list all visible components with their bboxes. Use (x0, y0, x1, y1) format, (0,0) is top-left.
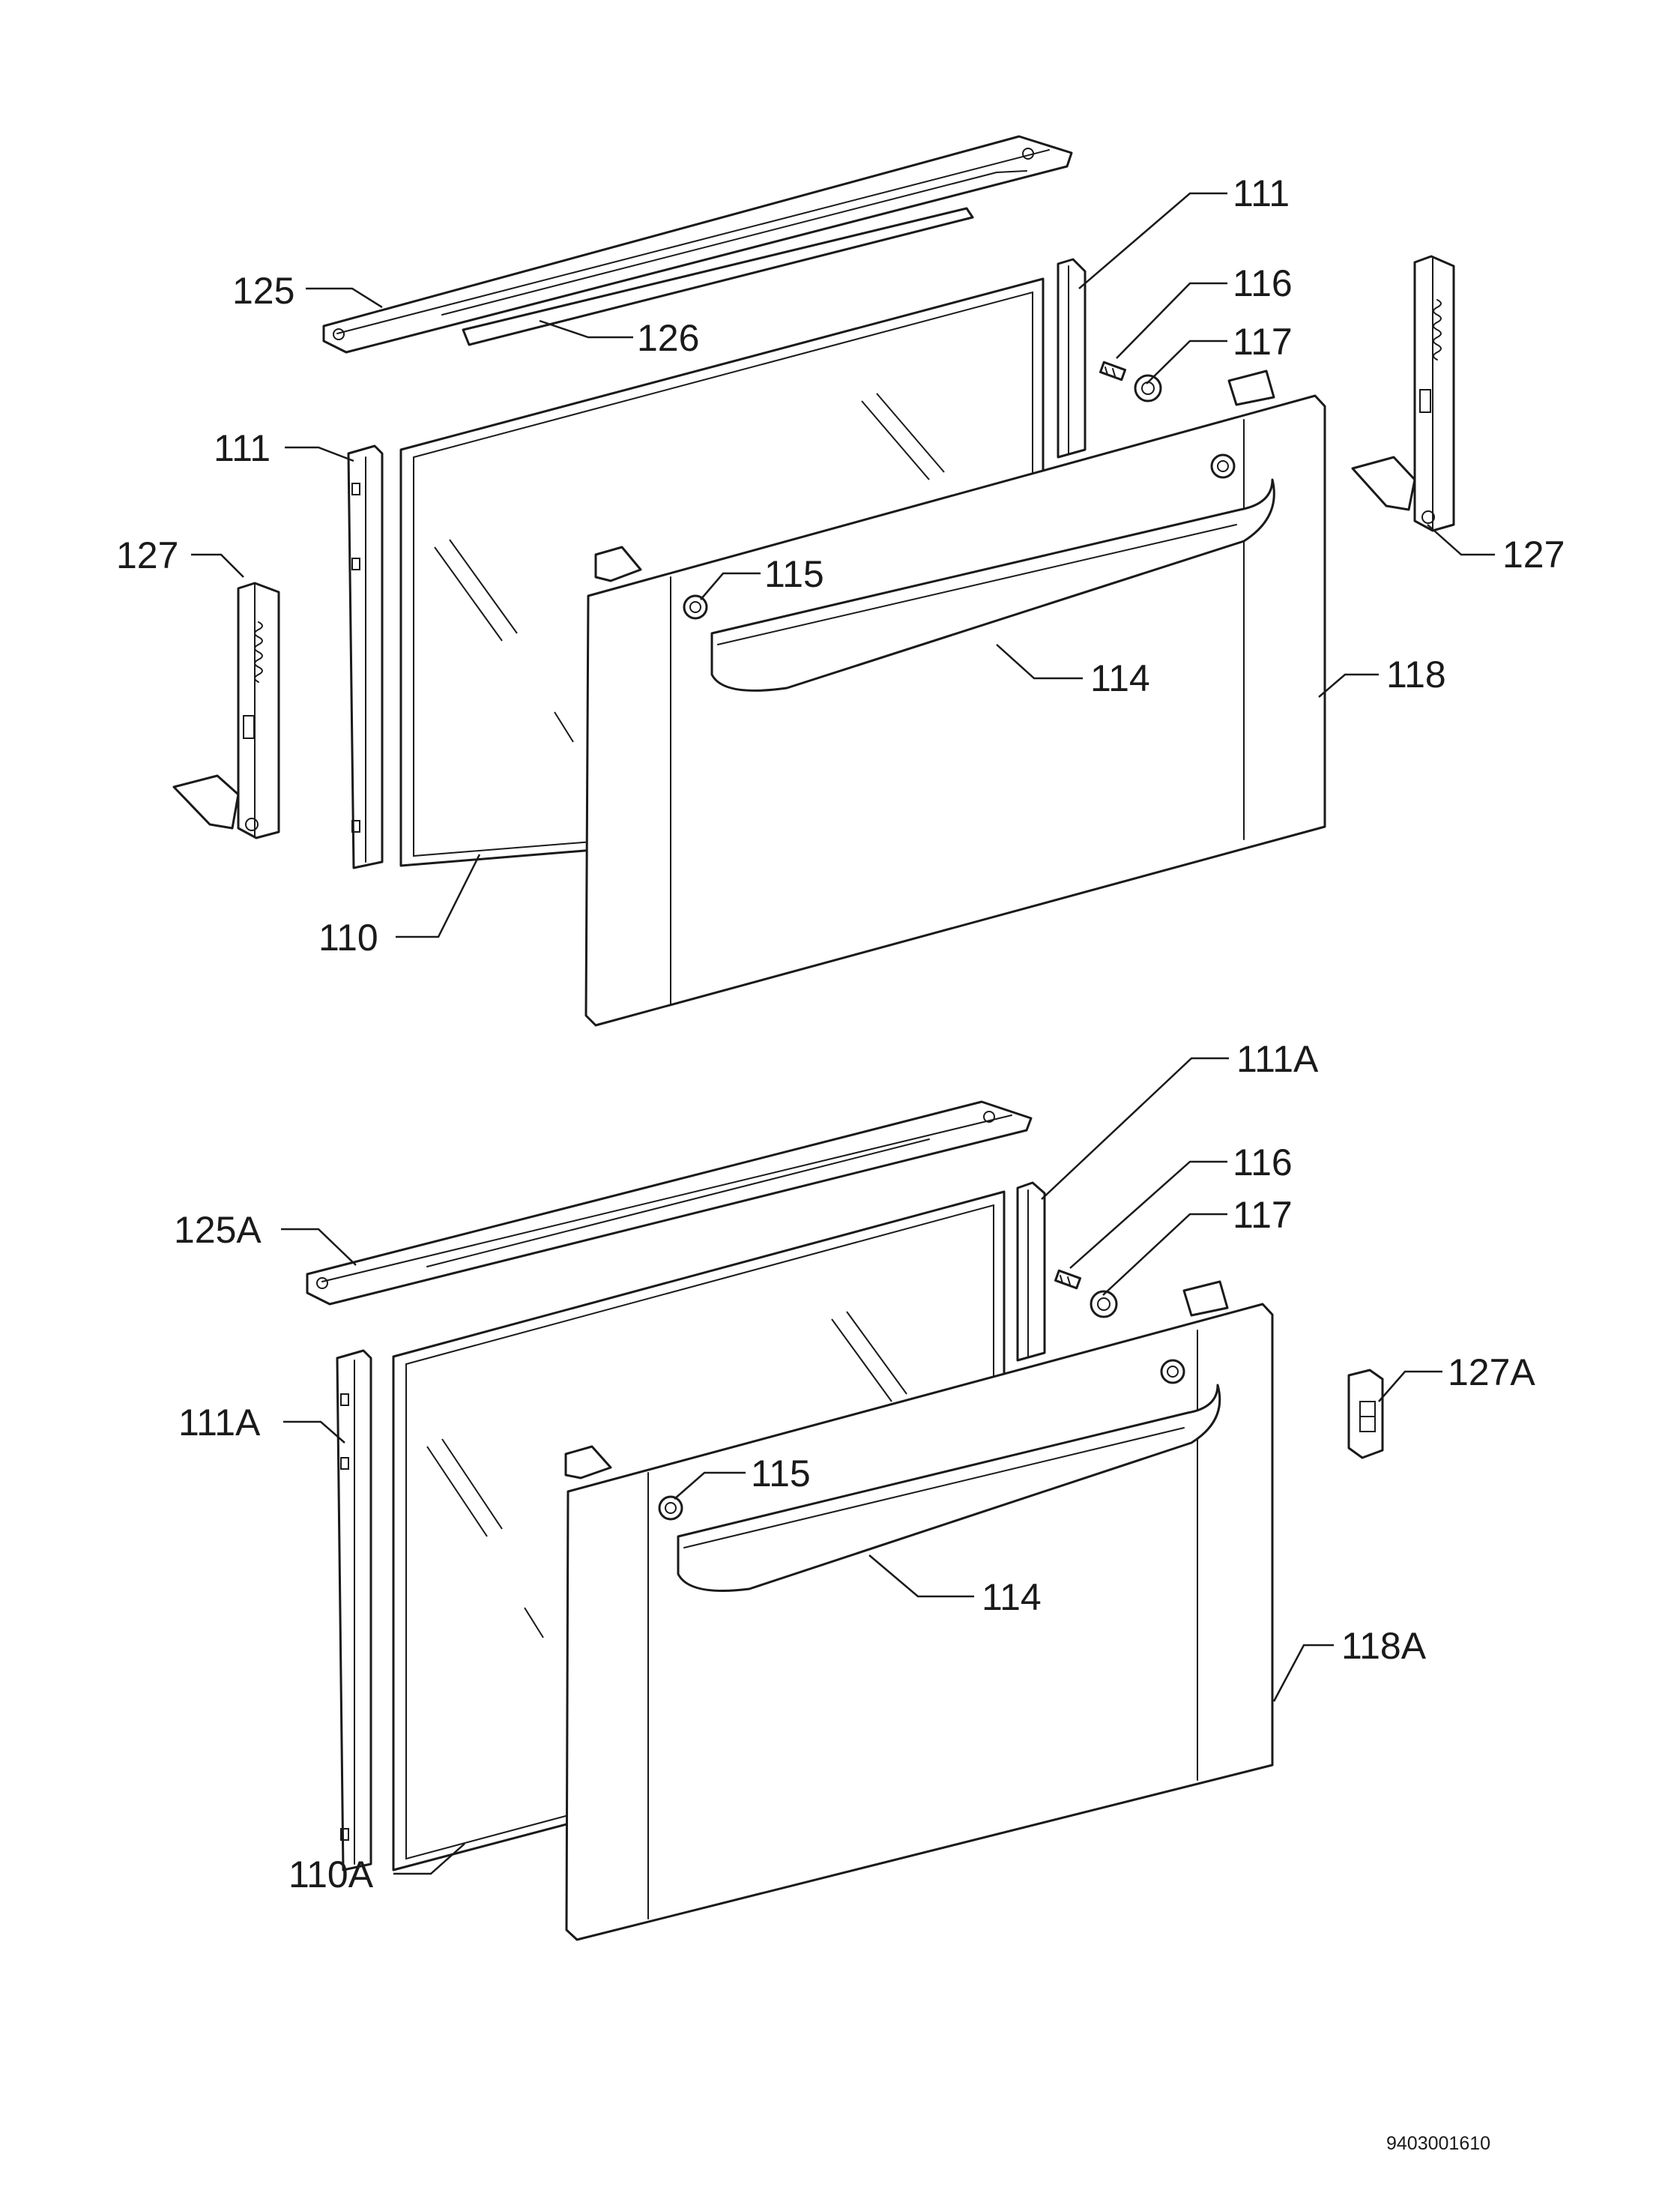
screw-116-bottom (1054, 1269, 1081, 1290)
door-handle-114-top (710, 478, 1275, 692)
top-trim-strip-125 (322, 135, 1073, 354)
label-115-top: 115 (764, 553, 824, 595)
label-127-right: 127 (1502, 534, 1565, 576)
label-127A: 127A (1448, 1351, 1535, 1393)
label-111-top-right: 111 (1233, 172, 1290, 214)
hinge-127-right (1351, 255, 1455, 532)
label-125A: 125A (174, 1209, 262, 1251)
side-profile-111-right (1057, 258, 1087, 459)
label-111A-left: 111A (178, 1402, 261, 1444)
label-118A: 118A (1341, 1625, 1427, 1667)
label-114-bottom: 114 (982, 1576, 1042, 1618)
label-125: 125 (232, 270, 294, 312)
label-111-top-left: 111 (214, 427, 271, 469)
washer-117-top (1134, 374, 1162, 402)
label-117-top: 117 (1233, 321, 1293, 363)
washer-117-bottom (1090, 1290, 1118, 1318)
top-trim-strip-125A (306, 1100, 1033, 1306)
side-profile-111A-right (1016, 1181, 1046, 1362)
label-127-left: 127 (116, 534, 178, 576)
leader-lines (191, 192, 1495, 1875)
label-115-bottom: 115 (751, 1453, 811, 1494)
label-110A: 110A (288, 1853, 374, 1895)
seal-strip-126 (462, 207, 974, 346)
label-118: 118 (1386, 654, 1446, 696)
side-profile-111-left (347, 444, 384, 869)
catch-127A (1347, 1369, 1384, 1459)
label-110: 110 (318, 917, 378, 959)
screw-116-top (1099, 361, 1126, 381)
drawing-code: 9403001610 (1386, 2133, 1490, 2154)
label-117-bottom: 117 (1233, 1194, 1293, 1236)
label-116-bottom: 116 (1233, 1141, 1293, 1183)
side-profile-111A-left (336, 1349, 372, 1871)
door-handle-114-bottom (677, 1384, 1221, 1592)
label-114-top: 114 (1090, 657, 1150, 699)
label-126: 126 (637, 317, 699, 359)
hinge-127-left (172, 582, 280, 839)
label-111A-right: 111A (1236, 1038, 1319, 1080)
label-116-top: 116 (1233, 262, 1293, 304)
